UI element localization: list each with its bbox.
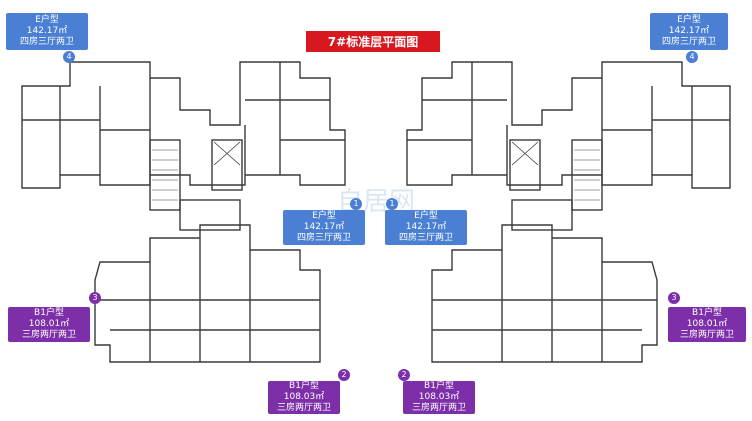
unit-rooms: 四房三厅两卫: [398, 233, 453, 243]
unit-name: E户型: [414, 211, 438, 221]
unit-rooms: 四房三厅两卫: [19, 37, 74, 47]
unit-area: 108.01㎡: [28, 319, 70, 329]
page-title: 7#标准层平面图: [306, 31, 440, 52]
unit-name: E户型: [35, 15, 59, 25]
floor-plan-walls: [21, 61, 731, 363]
unit-number-badge: 4: [686, 51, 698, 63]
unit-number-badge: 3: [89, 292, 101, 304]
unit-area: 142.17㎡: [303, 222, 345, 232]
unit-name: B1户型: [289, 381, 319, 391]
unit-name: E户型: [677, 15, 701, 25]
unit-name: B1户型: [692, 308, 722, 318]
unit-number-badge: 2: [338, 369, 350, 381]
unit-number-badge: 4: [63, 51, 75, 63]
unit-area: 142.17㎡: [405, 222, 447, 232]
unit-rooms: 三房两厅两卫: [679, 330, 734, 340]
unit-rooms: 三房两厅两卫: [411, 403, 466, 413]
unit-area: 108.03㎡: [418, 392, 460, 402]
unit-number-badge: 2: [398, 369, 410, 381]
unit-rooms: 三房两厅两卫: [21, 330, 76, 340]
unit-number-badge: 1: [350, 198, 362, 210]
unit-rooms: 四房三厅两卫: [296, 233, 351, 243]
unit-area: 108.01㎡: [686, 319, 728, 329]
unit-number-badge: 3: [668, 292, 680, 304]
unit-area: 142.17㎡: [668, 26, 710, 36]
unit-name: E户型: [312, 211, 336, 221]
unit-area: 108.03㎡: [283, 392, 325, 402]
unit-number-badge: 1: [386, 198, 398, 210]
unit-rooms: 四房三厅两卫: [661, 37, 716, 47]
unit-name: B1户型: [34, 308, 64, 318]
unit-rooms: 三房两厅两卫: [276, 403, 331, 413]
unit-name: B1户型: [424, 381, 454, 391]
unit-area: 142.17㎡: [26, 26, 68, 36]
stair-hatching: [152, 149, 600, 201]
elevator-cross: [213, 141, 539, 166]
